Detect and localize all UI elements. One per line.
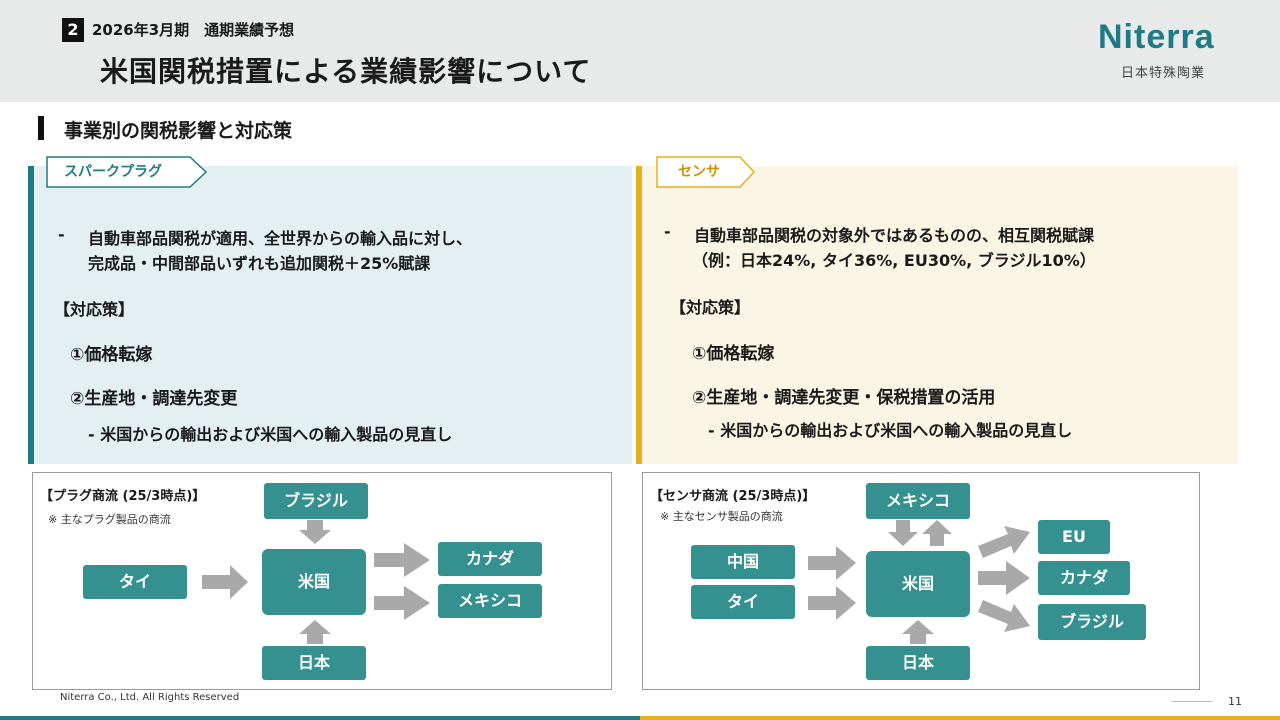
arrow-right-icon (808, 546, 856, 580)
left-measure-2: ②生産地・調達先変更 (70, 389, 238, 409)
footer-line-gold (640, 716, 1280, 720)
left-bullet-line1: 自動車部品関税が適用、全世界からの輸入品に対し、 (88, 229, 473, 248)
plug-node-thailand: タイ (83, 565, 187, 599)
arrow-right-icon (202, 565, 248, 599)
left-bullet-dash: - (58, 225, 65, 244)
right-measures-heading: 【対応策】 (670, 298, 751, 317)
sensor-node-thailand: タイ (691, 585, 795, 619)
plug-node-canada: カナダ (438, 542, 542, 576)
sensor-panel (636, 166, 1238, 464)
sensor-flow-arrows (808, 520, 1030, 644)
arrow-right-icon (374, 586, 430, 620)
sensor-node-mexico: メキシコ (866, 483, 970, 519)
right-bullet-dash: - (664, 222, 671, 241)
sensor-node-japan: 日本 (866, 646, 970, 680)
arrow-right-icon (374, 543, 430, 577)
arrow-up-icon (902, 620, 934, 644)
sensor-node-usa: 米国 (866, 551, 970, 617)
plug-node-brazil: ブラジル (264, 483, 368, 519)
arrow-up-icon (299, 620, 331, 644)
right-bullet-line1: 自動車部品関税の対象外ではあるものの、相互関税賦課 (694, 226, 1095, 245)
arrow-right-icon (978, 561, 1030, 595)
spark-plug-panel (28, 166, 632, 464)
left-measure-2-sub: - 米国からの輸出および米国への輸入製品の見直し (88, 425, 453, 444)
right-bullet-line2: （例：日本24%, タイ36%, EU30%, ブラジル10%） (692, 251, 1096, 270)
subtitle: 事業別の関税影響と対応策 (64, 120, 293, 142)
right-measure-2: ②生産地・調達先変更・保税措置の活用 (692, 388, 996, 408)
page-title: 米国関税措置による業績影響について (100, 55, 592, 88)
arrow-down-icon (299, 520, 331, 544)
plug-node-japan: 日本 (262, 646, 366, 680)
plug-flow-note: ※ 主なプラグ製品の商流 (48, 513, 171, 526)
sensor-tag-label: センサ (678, 164, 720, 180)
section-label: 2026年3月期 通期業績予想 (92, 21, 295, 39)
sensor-node-eu: EU (1038, 520, 1110, 554)
sensor-tag: センサ (656, 156, 756, 188)
section-number-badge: 2 (62, 18, 84, 42)
plug-node-usa: 米国 (262, 549, 366, 615)
arrow-down-icon (888, 520, 918, 546)
footer-line-teal (0, 716, 640, 720)
spark-plug-tag-label: スパークプラグ (64, 164, 162, 180)
tag-shape-icon (656, 156, 756, 188)
arrow-upright-icon (978, 526, 1030, 558)
plug-flow-arrows (202, 520, 430, 644)
page-number-rule (1172, 701, 1212, 702)
arrow-up-icon (922, 520, 952, 546)
sensor-flow-title: 【センサ商流 (25/3時点)】 (650, 489, 816, 504)
sensor-node-china: 中国 (691, 545, 795, 579)
plug-node-mexico: メキシコ (438, 584, 542, 618)
footer-copyright: Niterra Co., Ltd. All Rights Reserved (60, 692, 240, 703)
plug-flow-title: 【プラグ商流 (25/3時点)】 (40, 489, 206, 504)
left-measures-heading: 【対応策】 (54, 300, 135, 319)
arrow-downright-icon (978, 600, 1030, 632)
company-logo-sub: 日本特殊陶業 (1121, 66, 1206, 81)
tag-shape-icon (46, 156, 208, 188)
right-measure-2-sub: - 米国からの輸出および米国への輸入製品の見直し (708, 421, 1073, 440)
arrow-right-icon (808, 586, 856, 620)
subtitle-bar (38, 116, 44, 140)
sensor-flow-note: ※ 主なセンサ製品の商流 (660, 510, 783, 523)
right-measure-1: ①価格転嫁 (692, 344, 775, 364)
header-band (0, 0, 1280, 102)
sensor-node-canada: カナダ (1038, 561, 1130, 595)
left-bullet-line2: 完成品・中間部品いずれも追加関税＋25%賦課 (88, 254, 431, 273)
company-logo: Niterra (1098, 18, 1215, 56)
spark-plug-tag: スパークプラグ (46, 156, 208, 188)
sensor-node-brazil: ブラジル (1038, 604, 1146, 640)
page-number: 11 (1228, 695, 1242, 708)
left-measure-1: ①価格転嫁 (70, 345, 153, 365)
